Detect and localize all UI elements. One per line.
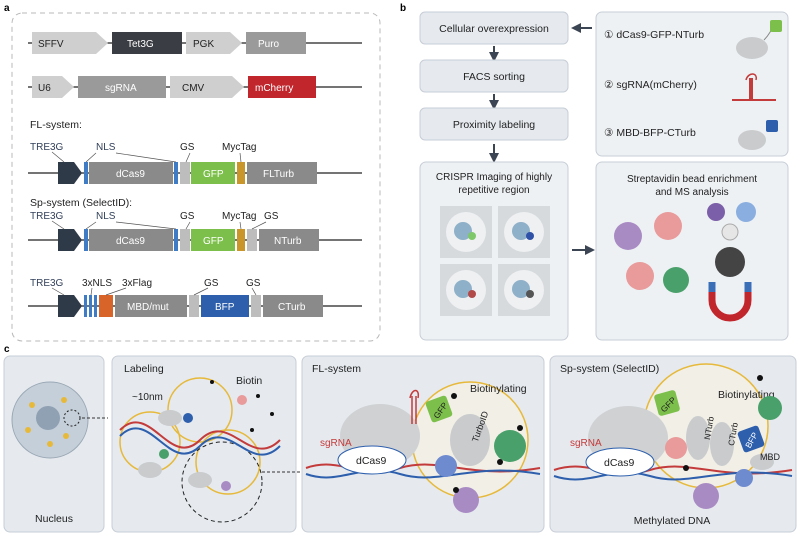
panel-b-letter: b bbox=[400, 3, 406, 14]
panel-c-letter: c bbox=[4, 344, 10, 355]
dot-red bbox=[468, 290, 476, 298]
sp-nturb-label: NTurb bbox=[702, 415, 716, 440]
imaging-box: CRISPR Imaging of highly repetitive regi… bbox=[419, 161, 569, 341]
sp-system-title: Sp-system (SelectID): bbox=[30, 197, 132, 209]
mbd-glyph bbox=[738, 130, 766, 150]
panel-a-frame bbox=[11, 12, 381, 342]
construct-row-1: SFFV Tet3G PGK Puro bbox=[28, 32, 362, 54]
bfp-glyph bbox=[766, 120, 778, 132]
panel-a-letter: a bbox=[4, 3, 10, 14]
construct-3: ③ MBD-BFP-CTurb bbox=[604, 127, 696, 139]
fl-label-nls: NLS bbox=[96, 142, 116, 153]
fl-system-box: FL-system Biotinylating dCas9 sgRNA GFP … bbox=[301, 355, 545, 533]
gene-puro: Puro bbox=[258, 39, 280, 50]
nucleus-box: Nucleus bbox=[3, 355, 108, 533]
dot-grey bbox=[526, 290, 534, 298]
gene-mcherry: mCherry bbox=[255, 83, 293, 94]
sp1-dcas9: dCas9 bbox=[116, 236, 145, 247]
sp-biotinylating-label: Biotinylating bbox=[718, 389, 775, 401]
promoter-u6: U6 bbox=[38, 83, 51, 94]
construct-list: ① dCas9-GFP-NTurb ② sgRNA(mCherry) ③ MBD… bbox=[595, 11, 789, 157]
sp2-bfp: BFP bbox=[215, 302, 235, 313]
sp-system-label: Sp-system (SelectID) bbox=[560, 363, 659, 375]
step-overexpression: Cellular overexpression bbox=[439, 23, 549, 35]
fl-construct: dCas9 GFP FLTurb TRE3G NLS GS MycTag bbox=[28, 142, 362, 184]
labeling-label: Labeling bbox=[124, 363, 164, 375]
enrichment-title-1: Streptavidin bead enrichment bbox=[627, 174, 757, 185]
sp1-nturb: NTurb bbox=[274, 236, 302, 247]
biotin-label: Biotin bbox=[236, 375, 262, 387]
turboid-protein bbox=[450, 414, 490, 466]
fl-sgrna-label: sgRNA bbox=[320, 438, 352, 449]
sp2-cturb: CTurb bbox=[278, 302, 306, 313]
enrichment-box: Streptavidin bead enrichment and MS anal… bbox=[595, 161, 789, 341]
fl-system-label: FL-system bbox=[312, 363, 361, 375]
protein-green bbox=[663, 267, 689, 293]
construct-row-2: U6 sgRNA CMV mCherry bbox=[28, 76, 362, 98]
sp-construct-2: MBD/mut BFP CTurb TRE3G 3xNLS 3xFlag GS … bbox=[28, 278, 362, 317]
nucleus-label: Nucleus bbox=[35, 513, 73, 525]
construct-1: ① dCas9-GFP-NTurb bbox=[604, 29, 704, 41]
sp2-label-gs2: GS bbox=[246, 278, 261, 289]
fl-gfp-tag bbox=[425, 395, 453, 423]
fl-label-gs: GS bbox=[180, 142, 195, 153]
distance-label: ~10nm bbox=[132, 392, 163, 403]
sp1-label-tre3g: TRE3G bbox=[30, 211, 64, 222]
sp-system-box: Sp-system (SelectID) Biotinylating dCas9… bbox=[549, 355, 797, 533]
sp-dcas9-label: dCas9 bbox=[604, 457, 635, 469]
sp-bfp-tag bbox=[737, 425, 765, 453]
sp-cturb-label: CTurb bbox=[726, 421, 740, 446]
sp-mbd-label: MBD bbox=[760, 452, 781, 462]
step-facs: FACS sorting bbox=[463, 71, 525, 83]
methylated-dna-label: Methylated DNA bbox=[634, 515, 710, 527]
fl-label-myctag: MycTag bbox=[222, 142, 256, 153]
dcas9-glyph bbox=[736, 37, 768, 59]
streptavidin-bead bbox=[715, 247, 745, 277]
step-proximity: Proximity labeling bbox=[453, 119, 535, 131]
imaging-title-1: CRISPR Imaging of highly bbox=[436, 172, 552, 183]
construct-2: ② sgRNA(mCherry) bbox=[604, 79, 697, 91]
sp2-mbd: MBD/mut bbox=[127, 302, 169, 313]
enrichment-title-2: and MS analysis bbox=[655, 187, 728, 198]
sp1-label-myctag: MycTag bbox=[222, 211, 256, 222]
fl-label-tre3g: TRE3G bbox=[30, 142, 64, 153]
sp1-label-gs2: GS bbox=[264, 211, 279, 222]
workflow-steps: Cellular overexpression FACS sorting Pro… bbox=[419, 11, 569, 163]
protein-purple bbox=[614, 222, 642, 250]
magnet-icon bbox=[708, 282, 752, 322]
sp-gfp-tag bbox=[654, 390, 680, 416]
promoter-sffv: SFFV bbox=[38, 39, 64, 50]
sp2-label-3xflag: 3xFlag bbox=[122, 278, 152, 289]
sp1-label-gs: GS bbox=[180, 211, 195, 222]
sgrna-glyph bbox=[732, 78, 776, 101]
gene-sgrna: sgRNA bbox=[105, 83, 137, 94]
sp-construct-1: dCas9 GFP NTurb TRE3G NLS GS MycTag GS bbox=[28, 211, 362, 251]
sp2-label-gs: GS bbox=[204, 278, 219, 289]
imaging-title-2: repetitive region bbox=[458, 185, 529, 196]
sp-sgrna-label: sgRNA bbox=[570, 438, 602, 449]
sp2-label-3xnls: 3xNLS bbox=[82, 278, 112, 289]
protein-pink-2 bbox=[626, 262, 654, 290]
promoter-cmv: CMV bbox=[182, 83, 205, 94]
gene-tet3g: Tet3G bbox=[127, 39, 154, 50]
promoter-pgk: PGK bbox=[193, 39, 214, 50]
fl-biotinylating-label: Biotinylating bbox=[470, 383, 527, 395]
sp1-label-nls: NLS bbox=[96, 211, 116, 222]
dot-blue bbox=[526, 232, 534, 240]
sp1-gfp: GFP bbox=[203, 236, 224, 247]
fl-dcas9: dCas9 bbox=[116, 169, 145, 180]
protein-pink-1 bbox=[654, 212, 682, 240]
fl-flturb: FLTurb bbox=[263, 169, 295, 180]
labeling-box: Labeling ~10nm Biotin bbox=[111, 355, 310, 533]
fl-gfp: GFP bbox=[203, 169, 224, 180]
fl-dcas9-label: dCas9 bbox=[356, 455, 387, 467]
dot-green bbox=[468, 232, 476, 240]
gfp-glyph bbox=[770, 20, 782, 32]
fl-system-title: FL-system: bbox=[30, 119, 82, 131]
sp2-label-tre3g: TRE3G bbox=[30, 278, 64, 289]
